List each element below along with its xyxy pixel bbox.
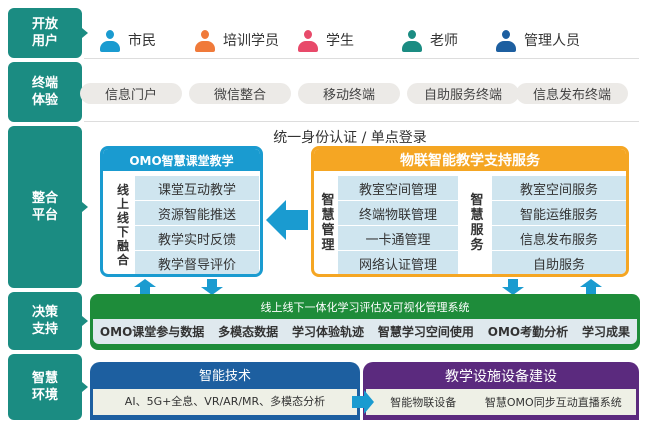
omo-item: 资源智能推送 — [135, 201, 259, 225]
omo-title: OMO智慧课堂教学 — [103, 149, 260, 171]
omo-item: 教学督导评价 — [135, 251, 259, 274]
sso-label: 统一身份认证 / 单点登录 — [273, 130, 427, 146]
tech-box: 智能技术 AI、5G+全息、VR/AR/MR、多模态分析 — [90, 362, 360, 420]
omo-box: OMO智慧课堂教学 线上线下融合 课堂互动教学资源智能推送教学实时反馈教学督导评… — [100, 146, 263, 277]
teacher-icon — [402, 28, 422, 52]
section-label-terminals: 终端体验 — [8, 62, 88, 122]
decision-title: 线上线下一体化学习评估及可视化管理系统 — [260, 301, 470, 314]
infra-title: 教学设施设备建设 — [445, 369, 557, 385]
tech-body: AI、5G+全息、VR/AR/MR、多模态分析 — [93, 389, 357, 415]
decision-item: 多模态数据 — [218, 325, 279, 339]
decision-item: OMO课堂参与数据 — [99, 325, 205, 339]
terminal-pill: 移动终端 — [298, 83, 400, 104]
arrow-up-icon — [580, 279, 602, 295]
arrow-left-icon — [266, 200, 308, 240]
decision-item: 学习体验轨迹 — [292, 325, 365, 339]
mgmt-item: 终端物联管理 — [338, 201, 458, 225]
section-label-platform: 整合平台 — [8, 126, 88, 288]
svc-item: 信息发布服务 — [492, 226, 626, 250]
decision-item: 学习成果 — [581, 325, 630, 339]
terminal-pill: 微信整合 — [189, 83, 291, 104]
arrow-down-icon — [502, 279, 524, 295]
svc-item: 教室空间服务 — [492, 176, 626, 200]
arrow-down-icon — [201, 279, 223, 295]
citizen-icon — [100, 28, 120, 52]
user-type: 管理人员 — [496, 28, 580, 52]
section-label-environment: 智慧环境 — [8, 354, 88, 420]
mgmt-item: 一卡通管理 — [338, 226, 458, 250]
user-type: 市民 — [100, 28, 156, 52]
mgmt-item: 网络认证管理 — [338, 251, 458, 274]
divider — [84, 121, 639, 122]
terminal-pill: 信息发布终端 — [516, 83, 628, 104]
infra-box: 教学设施设备建设 智能物联设备 智慧OMO同步互动直播系统 — [363, 362, 639, 420]
svc-item: 智能运维服务 — [492, 201, 626, 225]
decision-box: 线上线下一体化学习评估及可视化管理系统 OMO课堂参与数据多模态数据学习体验轨迹… — [90, 294, 640, 350]
user-type: 学生 — [298, 28, 354, 52]
svc-item: 自助服务 — [492, 251, 626, 274]
trainee-icon — [195, 28, 215, 52]
divider — [84, 58, 639, 59]
student-icon — [298, 28, 318, 52]
user-type: 培训学员 — [195, 28, 279, 52]
manager-icon — [496, 28, 516, 52]
infra-item: 智能物联设备 — [390, 396, 457, 409]
iot-title: 物联智能教学支持服务 — [314, 149, 626, 171]
arrow-right-icon — [352, 390, 374, 414]
omo-item: 教学实时反馈 — [135, 226, 259, 250]
omo-item: 课堂互动教学 — [135, 176, 259, 200]
section-label-decision: 决策支持 — [8, 292, 88, 350]
decision-item: OMO考勤分析 — [487, 325, 569, 339]
arrow-up-icon — [134, 279, 156, 295]
svc-label: 智慧服务 — [470, 193, 484, 253]
terminal-pill: 信息门户 — [80, 83, 182, 104]
terminal-pill: 自助服务终端 — [407, 83, 519, 104]
user-type: 老师 — [402, 28, 458, 52]
decision-item: 智慧学习空间使用 — [377, 325, 474, 339]
tech-title: 智能技术 — [198, 369, 251, 384]
section-label-users: 开放用户 — [8, 8, 88, 58]
mgmt-label: 智慧管理 — [321, 193, 335, 253]
omo-side-label: 线上线下融合 — [116, 183, 129, 267]
mgmt-item: 教室空间管理 — [338, 176, 458, 200]
iot-box: 物联智能教学支持服务 智慧管理 智慧服务 教室空间管理终端物联管理一卡通管理网络… — [311, 146, 629, 277]
infra-item: 智慧OMO同步互动直播系统 — [484, 396, 622, 409]
